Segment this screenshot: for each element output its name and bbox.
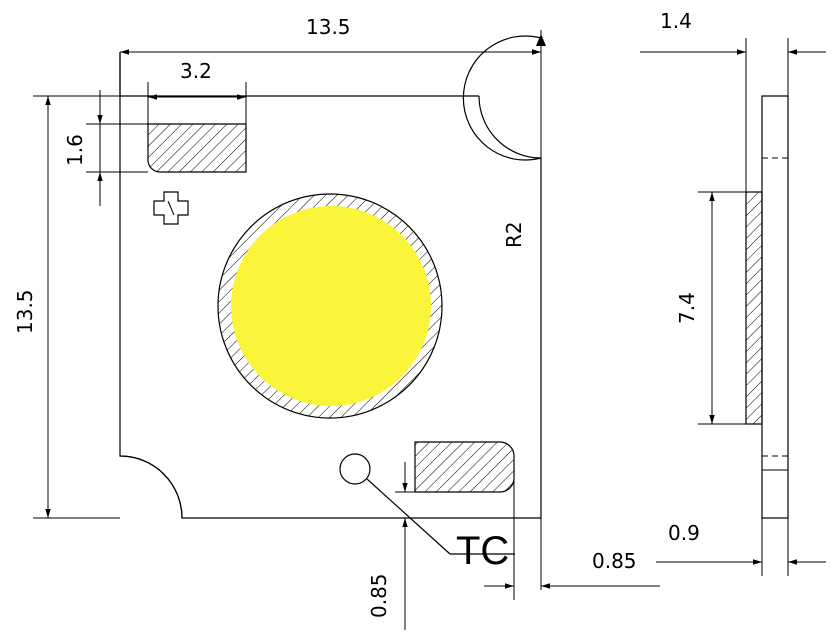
substrate-label: 0.9 <box>668 521 700 545</box>
side-substrate <box>761 95 789 519</box>
solder-pad-top-left <box>147 123 247 173</box>
side-emitter-layer <box>745 191 763 425</box>
tc-offset-label: 0.85 <box>367 573 391 618</box>
thickness-label: 1.4 <box>660 9 692 33</box>
pad-height-label: 1.6 <box>63 134 87 166</box>
corner-radius-arc-bottom <box>119 455 183 519</box>
tc-label: TC <box>456 529 509 573</box>
led-emitter-yellow <box>231 206 431 406</box>
cross-hatch-line <box>167 200 175 216</box>
tc-leader-line <box>366 478 451 555</box>
height-label: 13.5 <box>13 289 37 334</box>
width-label: 13.5 <box>306 15 351 39</box>
solder-pad-bottom-right <box>414 441 515 493</box>
pad-width-label: 3.2 <box>180 59 212 83</box>
emitter-height-label: 7.4 <box>675 292 699 324</box>
plus-cross-icon <box>153 191 189 225</box>
corner-radius-label: R2 <box>502 221 526 248</box>
side-view: 1.4 7.4 0.9 <box>640 9 826 576</box>
tc-point-circle <box>339 453 371 485</box>
radius-arrowhead <box>536 34 546 46</box>
front-view: TC 13.5 13.5 3.2 1.6 R2 0.85 <box>13 15 660 630</box>
pad-offset-label: 0.85 <box>592 549 637 573</box>
corner-radius-arc-top <box>462 35 542 161</box>
